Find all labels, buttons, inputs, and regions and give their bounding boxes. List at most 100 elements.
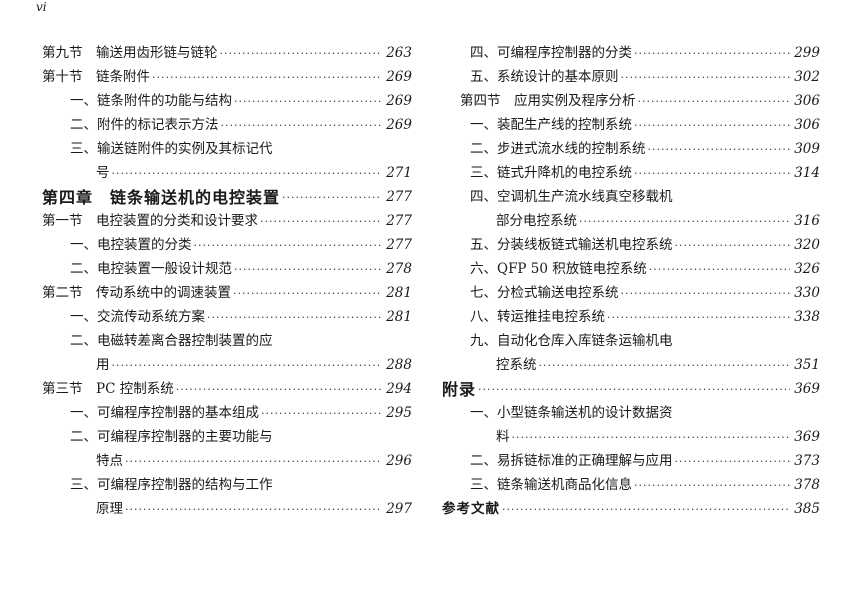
toc-entry-title: 二、电控装置一般设计规范	[70, 261, 232, 277]
toc-entry-page: 320	[794, 237, 820, 253]
toc-entry: 六、QFP 50 积放链电控系统326	[442, 254, 820, 278]
toc-entry: 第九节 输送用齿形链与链轮263	[42, 38, 412, 62]
toc-dot-leader	[125, 453, 382, 470]
toc-entry-page: 277	[386, 213, 412, 229]
toc-entry-page: 314	[794, 165, 820, 181]
toc-entry-title: 第九节 输送用齿形链与链轮	[42, 45, 218, 61]
toc-entry: 二、步进式流水线的控制系统309	[442, 134, 820, 158]
toc-entry-page: 297	[386, 501, 412, 517]
toc-dot-leader	[607, 309, 790, 326]
toc-entry-title: 四、可编程序控制器的分类	[470, 45, 632, 61]
toc-entry: 部分电控系统316	[442, 206, 820, 230]
toc-dot-leader	[634, 117, 790, 134]
toc-dot-leader	[220, 45, 383, 62]
toc-entry-title: 料	[496, 429, 510, 445]
toc-dot-leader	[634, 45, 790, 62]
toc-dot-leader	[233, 285, 382, 302]
toc-dot-leader	[634, 477, 790, 494]
toc-entry-title: 八、转运推挂电控系统	[470, 309, 605, 325]
toc-entry-title: 第二节 传动系统中的调速装置	[42, 285, 231, 301]
toc-entry-title: 特点	[96, 453, 123, 469]
toc-entry: 第一节 电控装置的分类和设计要求277	[42, 206, 412, 230]
toc-entry-page: 378	[794, 477, 820, 493]
toc-dot-leader	[112, 165, 383, 182]
toc-entry-page: 294	[386, 381, 412, 397]
toc-entry: 四、可编程序控制器的分类299	[442, 38, 820, 62]
toc-entry-page: 295	[386, 405, 412, 421]
toc-entry: 九、自动化仓库入库链条运输机电	[442, 326, 820, 350]
toc-entry-page: 330	[794, 285, 820, 301]
toc-dot-leader	[221, 117, 383, 134]
toc-entry: 二、可编程序控制器的主要功能与	[42, 422, 412, 446]
toc-entry: 八、转运推挂电控系统 338	[442, 302, 820, 326]
toc-entry-title: 第四章 链条输送机的电控装置	[42, 188, 281, 207]
toc-entry: 一、装配生产线的控制系统 306	[442, 110, 820, 134]
toc-entry-title: 五、分装线板链式输送机电控系统	[470, 237, 673, 253]
toc-dot-leader	[649, 261, 790, 278]
toc-dot-leader	[207, 309, 382, 326]
toc-entry: 第四节 应用实例及程序分析 306	[442, 86, 820, 110]
toc-dot-leader	[234, 261, 382, 278]
toc-entry: 参考文献385	[442, 494, 820, 518]
toc-entry-page: 306	[794, 93, 820, 109]
toc-entry: 二、易拆链标准的正确理解与应用373	[442, 446, 820, 470]
toc-entry: 号271	[42, 158, 412, 182]
toc-entry-page: 306	[794, 117, 820, 133]
toc-entry-title: 二、电磁转差离合器控制装置的应	[70, 333, 273, 349]
toc-entry: 一、小型链条输送机的设计数据资	[442, 398, 820, 422]
toc-entry-title: 一、链条附件的功能与结构	[70, 93, 232, 109]
toc-entry-page: 269	[386, 69, 412, 85]
toc-dot-leader	[234, 93, 382, 110]
toc-entry-page: 269	[386, 117, 412, 133]
toc-entry-title: 一、小型链条输送机的设计数据资	[470, 405, 673, 421]
toc-entry: 一、可编程序控制器的基本组成295	[42, 398, 412, 422]
toc-entry: 三、链条输送机商品化信息 378	[442, 470, 820, 494]
toc-entry: 原理 297	[42, 494, 412, 518]
toc-entry-page: 369	[794, 381, 820, 397]
toc-dot-leader	[648, 141, 791, 158]
toc-entry: 五、系统设计的基本原则302	[442, 62, 820, 86]
toc-entry-title: 一、装配生产线的控制系统	[470, 117, 632, 133]
toc-entry-title: 三、输送链附件的实例及其标记代	[70, 141, 273, 157]
toc-dot-leader	[478, 381, 790, 398]
toc-entry-title: 原理	[96, 501, 123, 517]
toc-entry: 三、可编程序控制器的结构与工作	[42, 470, 412, 494]
toc-entry: 三、输送链附件的实例及其标记代	[42, 134, 412, 158]
toc-entry-page: 385	[794, 501, 820, 517]
toc-dot-leader	[261, 405, 382, 422]
toc-entry: 三、链式升降机的电控系统314	[442, 158, 820, 182]
toc-entry-title: 三、链条输送机商品化信息	[470, 477, 632, 493]
toc-entry-page: 302	[794, 69, 820, 85]
toc-entry-page: 269	[386, 93, 412, 109]
toc-entry-title: 三、可编程序控制器的结构与工作	[70, 477, 273, 493]
toc-entry-page: 326	[794, 261, 820, 277]
toc-entry: 附录369	[442, 374, 820, 398]
toc-dot-leader	[194, 237, 383, 254]
toc-entry: 第三节 PC 控制系统 294	[42, 374, 412, 398]
toc-dot-leader	[621, 285, 791, 302]
toc-dot-leader	[112, 357, 383, 374]
toc-dot-leader	[675, 453, 791, 470]
toc-entry: 一、电控装置的分类277	[42, 230, 412, 254]
toc-entry: 一、交流传动系统方案281	[42, 302, 412, 326]
toc-entry-title: 控系统	[496, 357, 537, 373]
toc-entry-title: 部分电控系统	[496, 213, 577, 229]
toc-entry: 第二节 传动系统中的调速装置281	[42, 278, 412, 302]
toc-entry-title: 七、分检式输送电控系统	[470, 285, 619, 301]
toc-entry-title: 第三节 PC 控制系统	[42, 381, 174, 397]
toc-dot-leader	[579, 213, 790, 230]
toc-entry: 第十节 链条附件 269	[42, 62, 412, 86]
toc-entry-page: 309	[794, 141, 820, 157]
toc-dot-leader	[621, 69, 791, 86]
toc-entry-title: 二、可编程序控制器的主要功能与	[70, 429, 273, 445]
toc-entry-title: 第四节 应用实例及程序分析	[460, 93, 636, 109]
toc-entry-page: 271	[386, 165, 412, 181]
toc-entry-title: 二、易拆链标准的正确理解与应用	[470, 453, 673, 469]
toc-entry-page: 338	[794, 309, 820, 325]
toc-dot-leader	[512, 429, 791, 446]
toc-dot-leader	[502, 501, 790, 518]
toc-entry-title: 一、交流传动系统方案	[70, 309, 205, 325]
toc-entry-page: 369	[794, 429, 820, 445]
toc-entry-title: 第十节 链条附件	[42, 69, 150, 85]
toc-dot-leader	[634, 165, 790, 182]
